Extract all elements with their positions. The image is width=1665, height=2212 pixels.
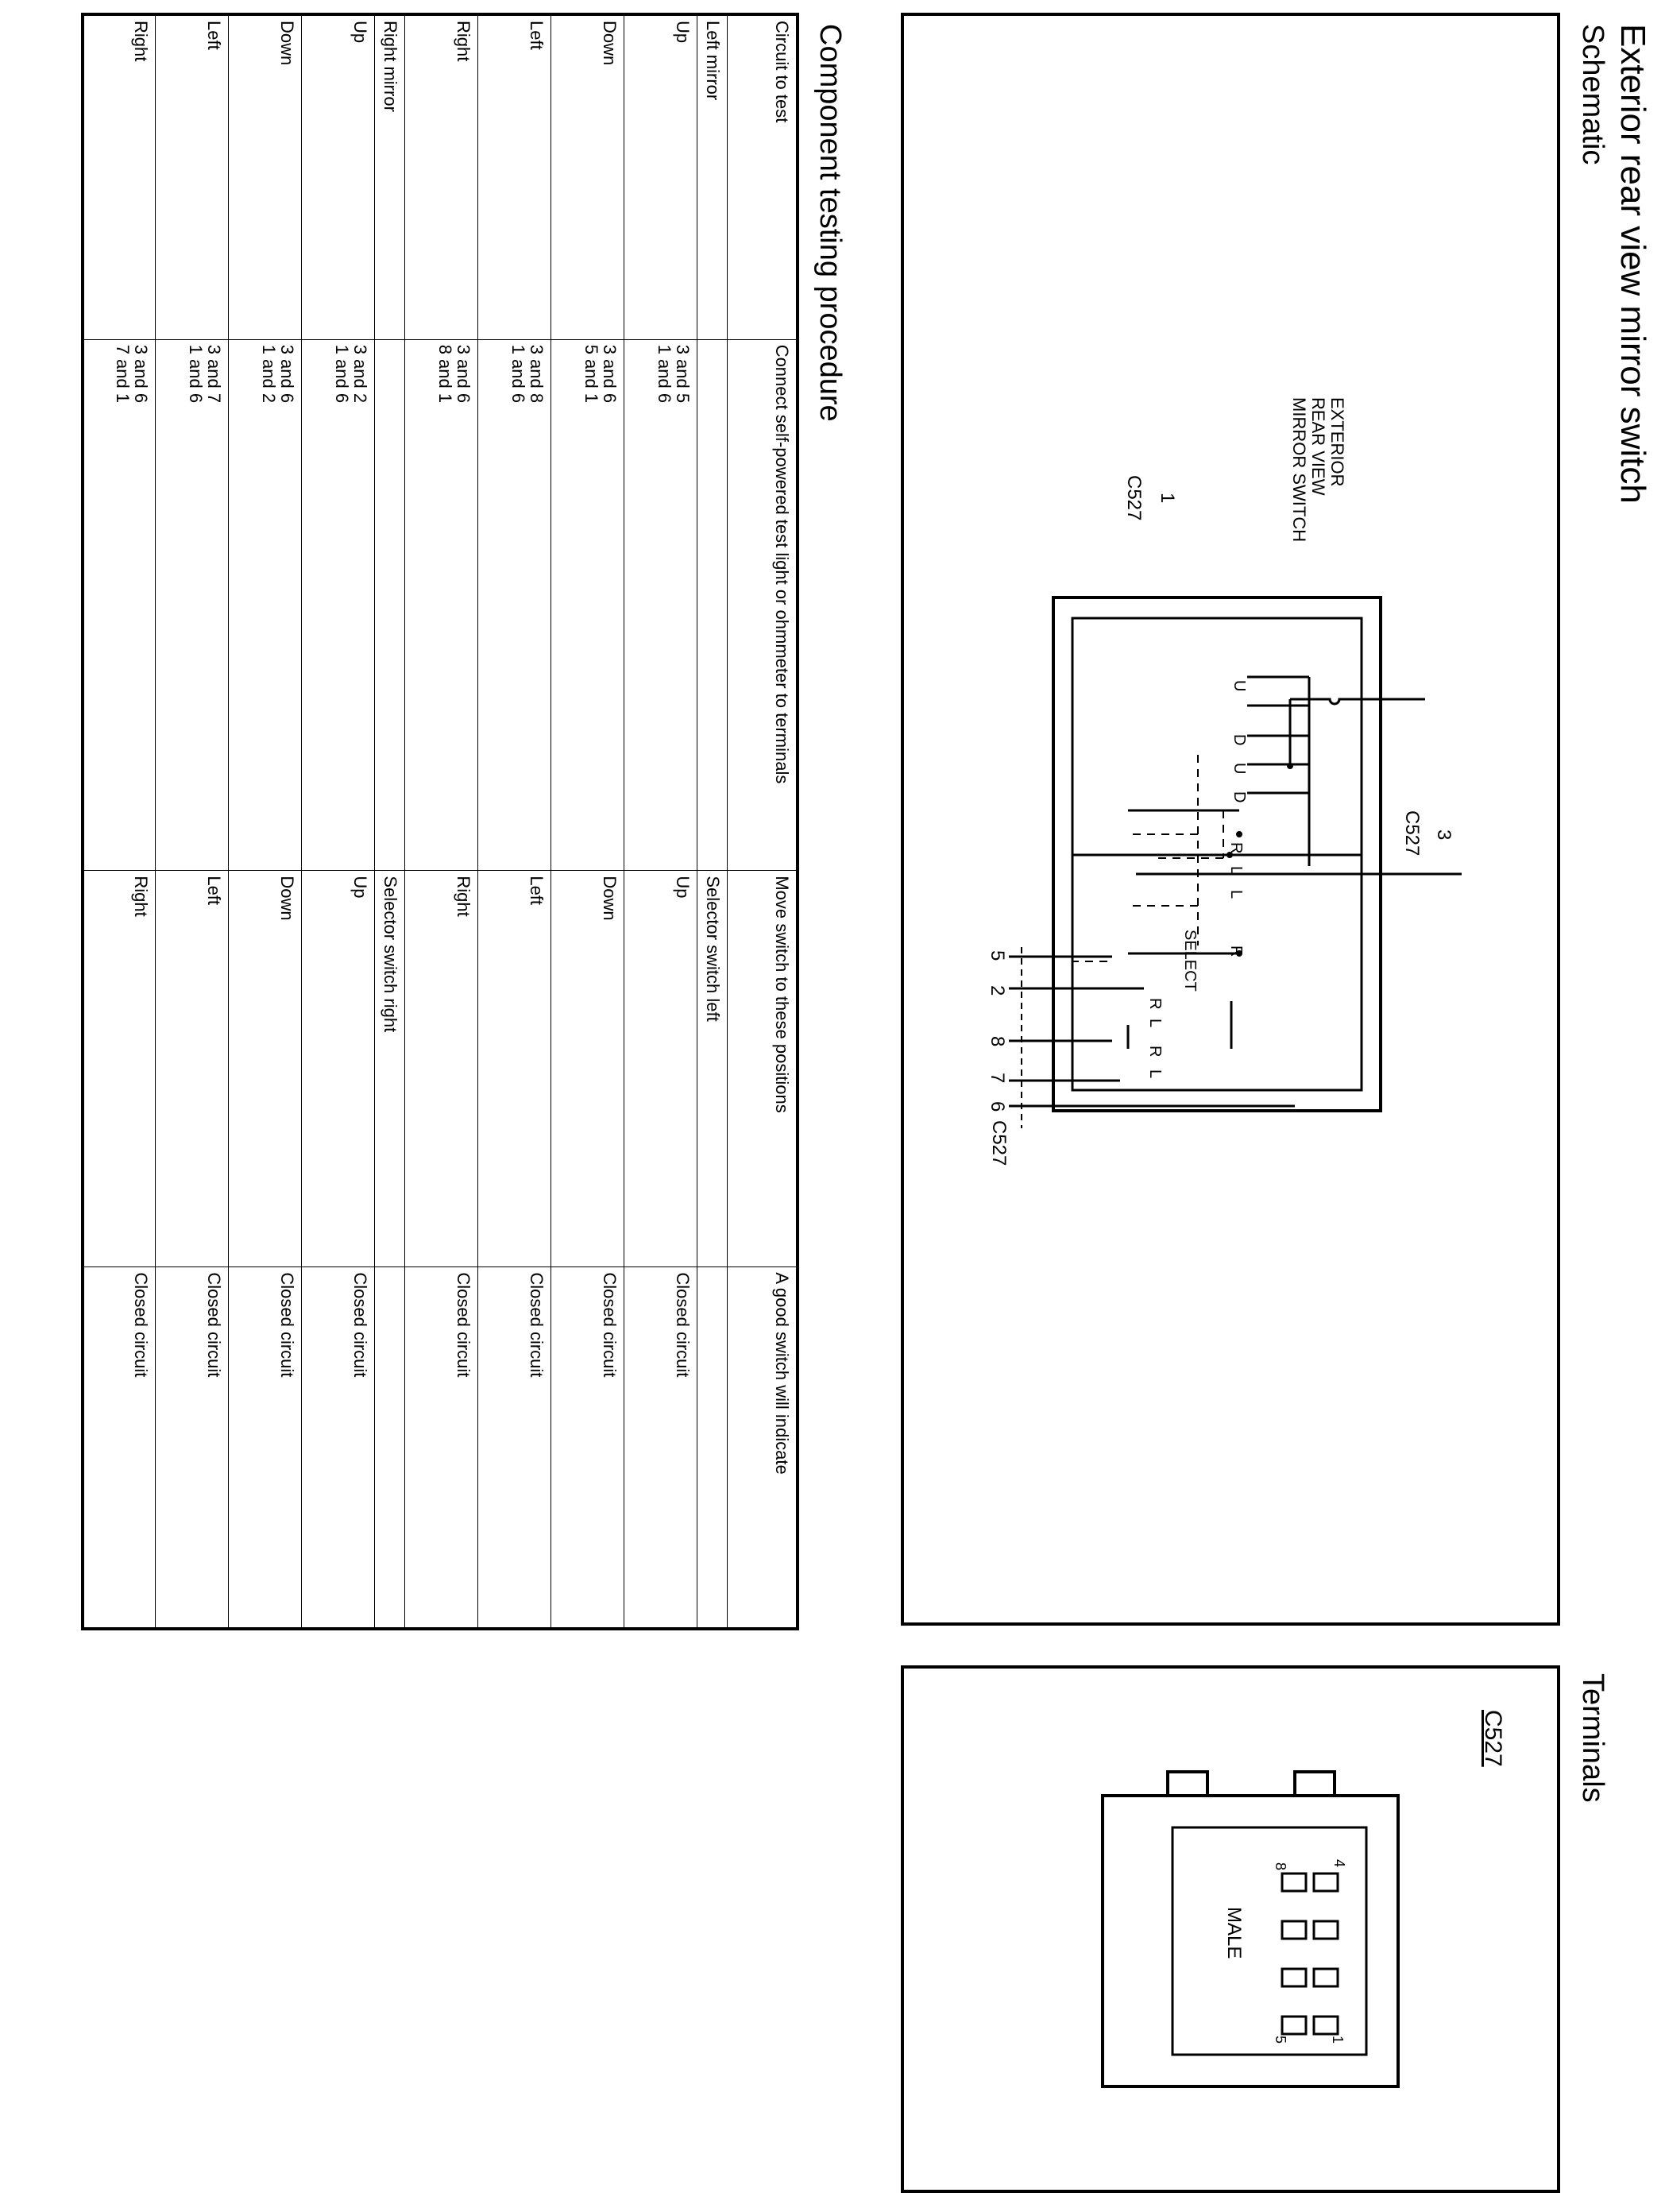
cell-circuit: Down <box>229 14 302 340</box>
cell-circuit: Left <box>156 14 229 340</box>
contact-r2: R <box>1227 946 1245 957</box>
schematic-panel: EXTERIOR REAR VIEW MIRROR SWITCH <box>901 13 1560 1626</box>
contact-u1: U <box>1230 680 1248 691</box>
select-label: SELECT <box>1181 930 1199 992</box>
contact-l3: L <box>1146 1019 1164 1027</box>
cell-position: Down <box>551 870 624 1267</box>
contact-l2: L <box>1227 866 1245 875</box>
latch-left <box>1293 1770 1336 1797</box>
contact-r4: R <box>1146 1046 1164 1057</box>
table-header-row: Circuit to test Connect self-powered tes… <box>728 14 798 1629</box>
connector-gender-label: MALE <box>1223 1907 1245 1959</box>
cell-position: Left <box>478 870 551 1267</box>
cell-position: Down <box>229 870 302 1267</box>
header-terminals: Connect self-powered test light or ohmme… <box>728 339 798 871</box>
connector-drawing: 4 8 1 5 MALE <box>1101 1770 1400 2088</box>
pin-3-label: 3 <box>1433 830 1454 840</box>
procedure-heading: Component testing procedure <box>813 24 847 422</box>
terminal-pin-1: 1 <box>1330 2036 1346 2044</box>
switch-housing-outer <box>1052 596 1382 1112</box>
schematic-heading: Schematic <box>1576 24 1609 165</box>
cell-position: Left <box>156 870 229 1267</box>
cell-circuit: Left <box>478 14 551 340</box>
contact-l4: L <box>1146 1069 1164 1078</box>
cell-position: Up <box>624 870 697 1267</box>
connector-body <box>1101 1794 1400 2088</box>
cell-circuit: Up <box>624 14 697 340</box>
connector-right-label: C527 <box>988 1120 1010 1166</box>
contact-d2: D <box>1230 791 1248 802</box>
cell-result: Closed circuit <box>624 1266 697 1629</box>
cell-circuit: Up <box>302 14 375 340</box>
pin-5-label: 5 <box>987 950 1008 961</box>
contact-r1: R <box>1227 842 1245 853</box>
cell-result: Closed circuit <box>156 1266 229 1629</box>
cell-position: Right <box>83 870 156 1267</box>
contact-u2: U <box>1230 763 1248 774</box>
pin-8-label: 8 <box>987 1036 1008 1046</box>
group-selector: Selector switch right <box>375 870 405 1267</box>
cell-circuit: Down <box>551 14 624 340</box>
terminals-heading: Terminals <box>1576 1673 1609 1803</box>
contact-l1: L <box>1227 890 1245 899</box>
group-selector: Selector switch left <box>697 870 728 1267</box>
cell-result: Closed circuit <box>405 1266 478 1629</box>
group-label: Left mirror <box>697 14 728 340</box>
cell-result: Closed circuit <box>83 1266 156 1629</box>
contact-d1: D <box>1230 734 1248 745</box>
cell-position: Up <box>302 870 375 1267</box>
header-result: A good switch will indicate <box>728 1266 798 1629</box>
terminal-pin-5: 5 <box>1273 2036 1288 2044</box>
terminals-panel: C527 4 8 1 5 MALE <box>901 1665 1560 2193</box>
connector-mid-label: C527 <box>1123 475 1145 520</box>
cell-result: Closed circuit <box>478 1266 551 1629</box>
pin-2-label: 2 <box>987 985 1008 996</box>
switch-label-line1: EXTERIOR <box>1327 397 1347 486</box>
cell-result: Closed circuit <box>229 1266 302 1629</box>
switch-label-line2: REAR VIEW <box>1308 397 1328 496</box>
cell-circuit: Right <box>405 14 478 340</box>
header-circuit: Circuit to test <box>728 14 798 340</box>
schematic-diagram: EXTERIOR REAR VIEW MIRROR SWITCH <box>987 397 1462 1166</box>
header-position: Move switch to these positions <box>728 870 798 1267</box>
cell-position: Right <box>405 870 478 1267</box>
contact-r3: R <box>1146 998 1164 1009</box>
switch-label-line3: MIRROR SWITCH <box>1289 397 1309 542</box>
connector-face <box>1171 1826 1368 2056</box>
latch-right <box>1166 1770 1209 1797</box>
procedure-table: Circuit to test Connect self-powered tes… <box>81 13 799 1630</box>
terminal-pin-8: 8 <box>1273 1862 1288 1870</box>
cell-result: Closed circuit <box>551 1266 624 1629</box>
cell-circuit: Right <box>83 14 156 340</box>
cell-result: Closed circuit <box>302 1266 375 1629</box>
group-label: Right mirror <box>375 14 405 340</box>
group-row-right: Right mirror Selector switch right <box>375 14 405 1629</box>
pin-1-label: 1 <box>1157 493 1178 503</box>
page-title: Exterior rear view mirror switch <box>1613 24 1652 504</box>
connector-top-label: C527 <box>1401 810 1423 856</box>
pin-6-label: 6 <box>987 1101 1008 1112</box>
pin-7-label: 7 <box>987 1073 1008 1083</box>
terminal-pin-4: 4 <box>1331 1859 1347 1867</box>
group-row-left: Left mirror Selector switch left <box>697 14 728 1629</box>
